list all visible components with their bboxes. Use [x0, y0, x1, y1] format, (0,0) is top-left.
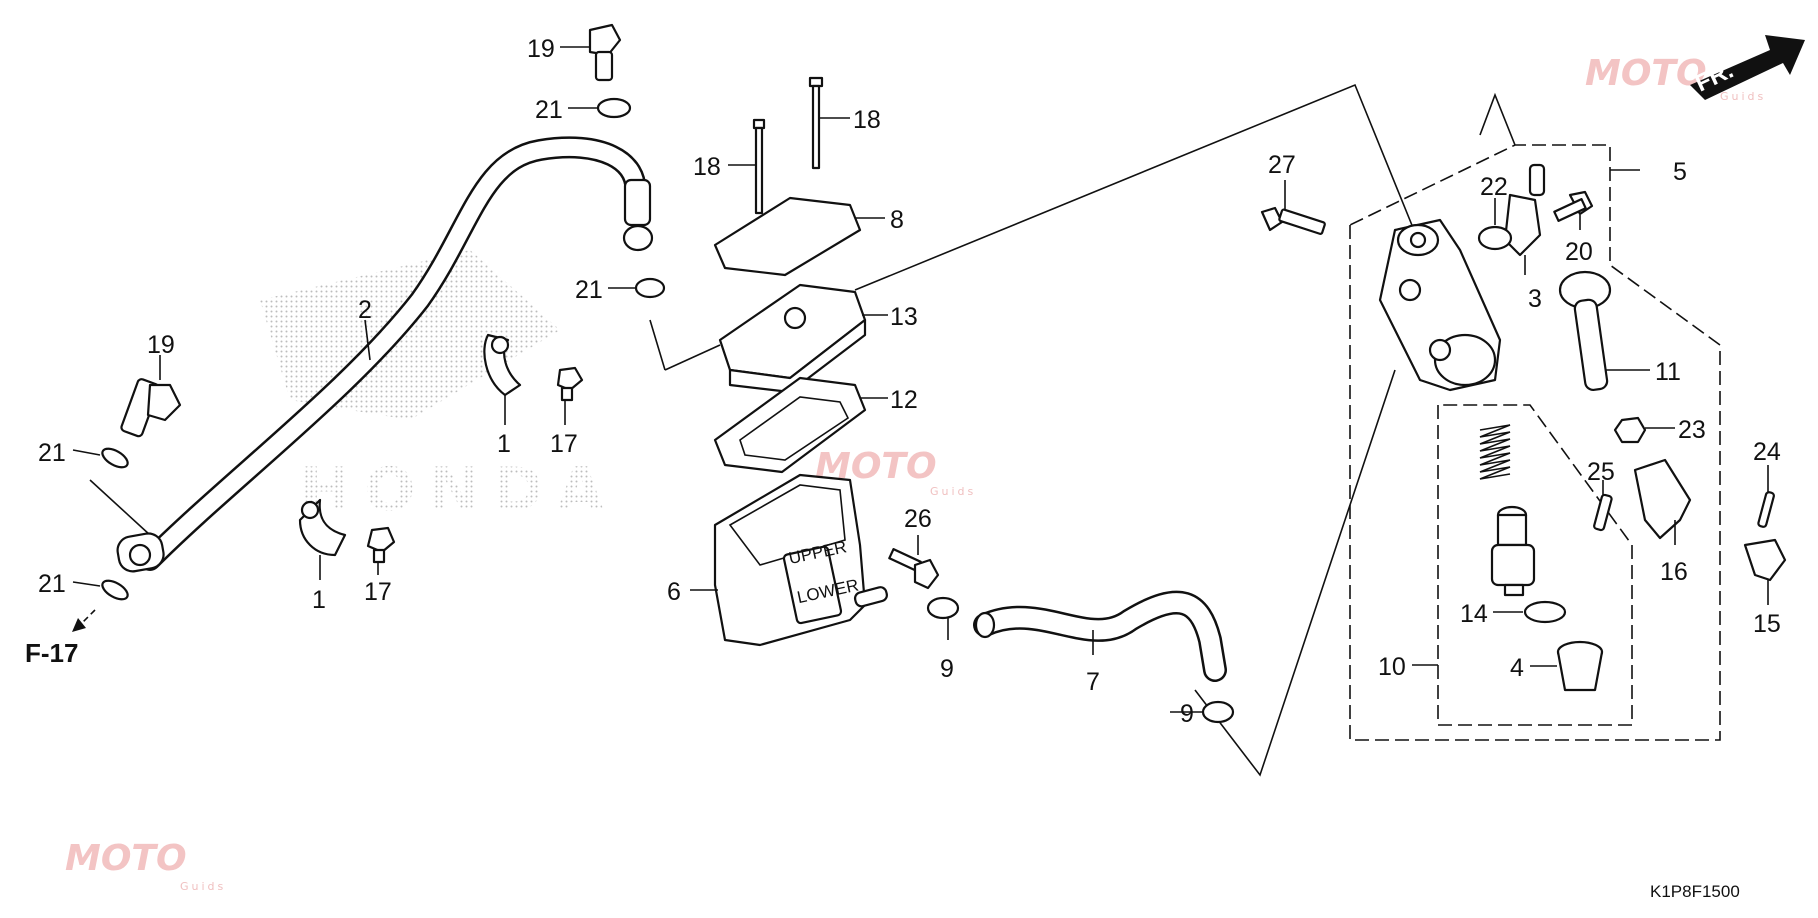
callout-16: 16	[1660, 558, 1688, 586]
screw-18-right	[808, 76, 824, 170]
reservoir-hose	[973, 590, 1227, 682]
hose-clip-right	[1201, 700, 1235, 724]
callout-15: 15	[1753, 610, 1781, 638]
callout-3: 3	[1528, 285, 1542, 313]
svg-text:MOTO: MOTO	[65, 838, 187, 879]
brake-hose	[116, 136, 654, 573]
washer-left-lower	[101, 579, 129, 601]
callout-19-top: 19	[527, 35, 555, 63]
svg-text:Guids: Guids	[180, 880, 226, 893]
callout-22: 22	[1480, 173, 1508, 201]
joint-3	[1503, 163, 1546, 257]
bolt-17-upper	[556, 366, 584, 402]
washer-top	[596, 97, 632, 119]
hose-clip-left	[926, 596, 960, 620]
spring	[1479, 424, 1511, 480]
oil-bolt-top	[588, 23, 622, 82]
reference-f17: F-17	[25, 638, 78, 668]
callout-25: 25	[1587, 458, 1615, 486]
bolt-27	[1260, 206, 1326, 235]
callout-2: 2	[358, 296, 372, 324]
master-cylinder-body	[1378, 218, 1502, 392]
callouts: 19 21 21 2 19 21 21 F-17 1 17 1 17 18	[25, 35, 1781, 728]
callout-20: 20	[1565, 238, 1593, 266]
callout-21-left-lower: 21	[38, 570, 66, 598]
clamp-upper	[483, 333, 522, 397]
callout-9-left: 9	[940, 655, 954, 683]
reservoir-cap	[713, 196, 862, 277]
pin-25	[1593, 493, 1613, 532]
nut-23	[1613, 416, 1647, 444]
callout-1-upper: 1	[497, 430, 511, 458]
reservoir-plate	[718, 283, 867, 394]
callout-4: 4	[1510, 654, 1524, 682]
callout-1-lower: 1	[312, 586, 326, 614]
callout-27: 27	[1268, 151, 1296, 179]
clamp-lower	[298, 498, 347, 557]
callout-18-right: 18	[853, 106, 881, 134]
oil-bolt-left	[120, 378, 182, 438]
screw-18-left	[752, 118, 766, 215]
moto-watermark-bottom: MOTO Guids	[65, 838, 226, 893]
f17-reference-arrow	[72, 609, 96, 632]
callout-21-left-upper: 21	[38, 439, 66, 467]
washer-mid	[634, 277, 666, 299]
honda-text: HONDA	[300, 455, 618, 525]
boot-4	[1556, 640, 1604, 692]
callout-5: 5	[1673, 158, 1687, 186]
callout-14: 14	[1460, 600, 1488, 628]
bolt-26	[888, 548, 940, 590]
callout-8: 8	[890, 206, 904, 234]
callout-12: 12	[890, 386, 918, 414]
svg-text:MOTO: MOTO	[1585, 53, 1707, 94]
fluid-reservoir: UPPER LOWER	[713, 473, 888, 647]
diaphragm	[713, 376, 867, 474]
callout-7: 7	[1086, 668, 1100, 696]
callout-17-upper: 17	[550, 430, 578, 458]
moto-watermark-top: MOTO Guids	[1585, 53, 1766, 103]
bolt-20	[1553, 190, 1594, 222]
callout-9-right: 9	[1180, 700, 1194, 728]
callout-23: 23	[1678, 416, 1706, 444]
callout-10: 10	[1378, 653, 1406, 681]
callout-26: 26	[904, 505, 932, 533]
circlip-14	[1523, 600, 1567, 624]
callout-24: 24	[1753, 438, 1781, 466]
push-rod-11	[1558, 270, 1612, 392]
svg-text:Guids: Guids	[930, 485, 976, 498]
callout-17-lower: 17	[364, 578, 392, 606]
guide-lines	[89, 83, 1721, 777]
svg-text:Guids: Guids	[1720, 90, 1766, 103]
o-ring-22	[1477, 225, 1513, 251]
washer-left-upper	[101, 447, 129, 469]
callout-18-left: 18	[693, 153, 721, 181]
callout-13: 13	[890, 303, 918, 331]
clip-15	[1743, 538, 1787, 582]
diagram-code: K1P8F1500	[1650, 882, 1740, 901]
callout-21-mid: 21	[575, 276, 603, 304]
callout-11: 11	[1655, 358, 1681, 386]
callout-19-left: 19	[147, 331, 175, 359]
callout-21-top: 21	[535, 96, 563, 124]
cotter-pin-24	[1757, 491, 1775, 528]
callout-6: 6	[667, 578, 681, 606]
piston	[1490, 505, 1536, 597]
rod-joint-16	[1633, 458, 1692, 540]
bolt-17-lower	[366, 526, 396, 564]
